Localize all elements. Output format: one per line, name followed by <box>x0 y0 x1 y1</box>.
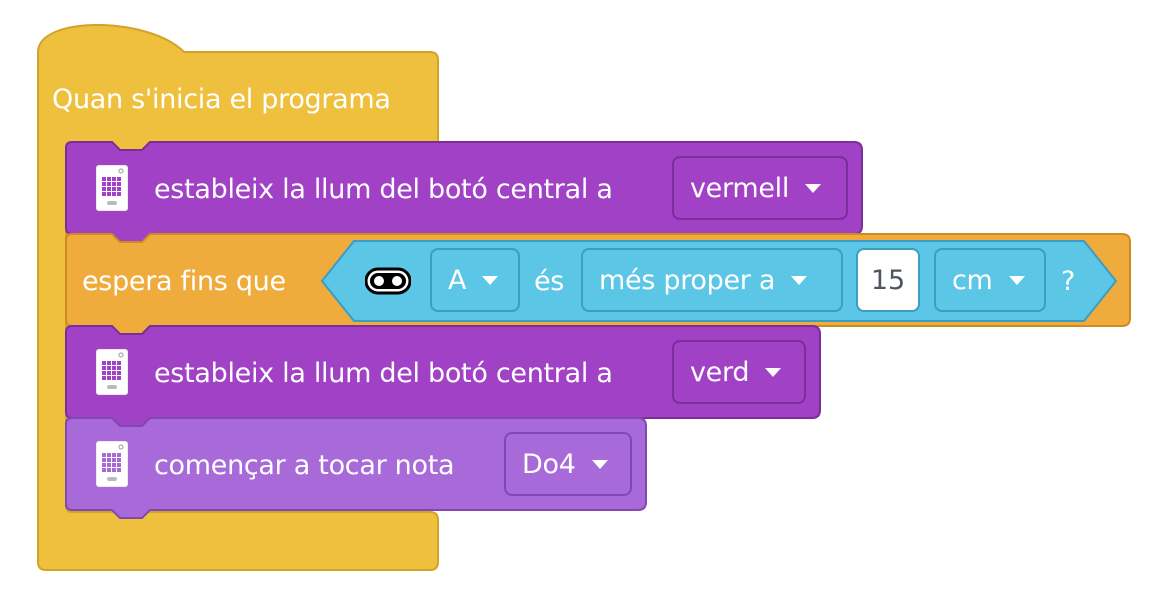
distance-input[interactable]: 15 <box>856 248 920 312</box>
unit-dropdown[interactable]: cm <box>934 248 1046 312</box>
block3-label: estableix la llum del botó central a <box>154 358 613 389</box>
sensor-port-value: A <box>448 264 467 296</box>
block1-color-value: vermell <box>690 172 790 204</box>
sensor-port-dropdown[interactable]: A <box>430 248 520 312</box>
chevron-down-icon <box>791 275 808 285</box>
block4-label: començar a tocar nota <box>154 450 455 481</box>
condition-question-mark: ? <box>1061 266 1076 297</box>
chevron-down-icon <box>482 275 499 285</box>
chevron-down-icon <box>1008 275 1025 285</box>
distance-sensor-icon <box>364 266 412 296</box>
hat-block-label: Quan s'inicia el programa <box>52 84 391 115</box>
note-dropdown[interactable]: Do4 <box>504 432 632 496</box>
unit-value: cm <box>952 264 993 296</box>
hat-block-shape[interactable] <box>37 24 439 571</box>
block1-label: estableix la llum del botó central a <box>154 174 613 205</box>
chevron-down-icon <box>765 367 782 377</box>
hub-icon <box>95 440 129 488</box>
chevron-down-icon <box>591 459 608 469</box>
hub-icon <box>95 348 129 396</box>
chevron-down-icon <box>805 183 822 193</box>
hub-icon <box>95 164 129 212</box>
block3-color-dropdown[interactable]: verd <box>672 340 806 404</box>
comparison-dropdown[interactable]: més proper a <box>581 248 843 312</box>
comparison-value: més proper a <box>599 264 776 296</box>
block1-color-dropdown[interactable]: vermell <box>672 156 848 220</box>
block3-color-value: verd <box>690 356 750 388</box>
sensor-verb: és <box>534 266 565 297</box>
block4-shape[interactable] <box>65 417 647 519</box>
block2-label: espera fins que <box>82 266 286 297</box>
note-value: Do4 <box>522 448 576 480</box>
